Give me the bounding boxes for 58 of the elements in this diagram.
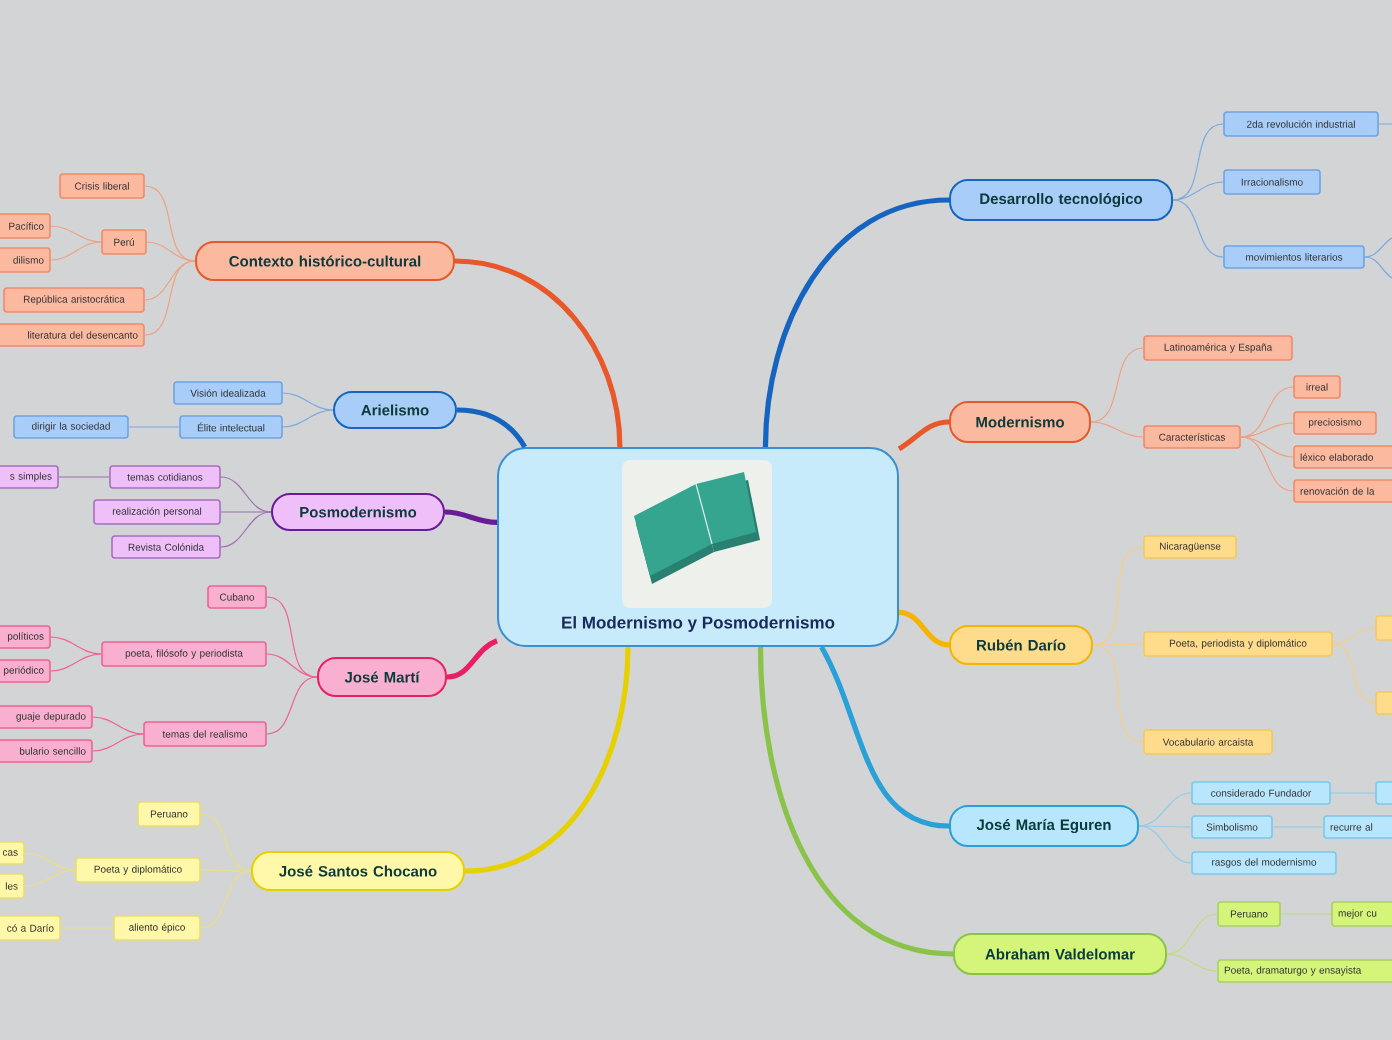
branch-line <box>1330 792 1376 794</box>
branch-line <box>1332 627 1376 645</box>
branch-line <box>1364 256 1392 281</box>
branch-line <box>282 392 334 411</box>
branch-line <box>1166 953 1218 972</box>
branch-line <box>144 185 196 262</box>
branch-line <box>50 241 102 261</box>
branch-line <box>1240 386 1294 438</box>
branch-line <box>50 653 102 672</box>
branch-line <box>446 638 499 680</box>
branch-line <box>1092 643 1144 646</box>
branch-line <box>282 409 334 428</box>
branch-line <box>50 225 102 243</box>
branch-line <box>1240 436 1294 492</box>
branch-line <box>128 426 180 428</box>
branch-line <box>1364 235 1392 258</box>
branch-line <box>200 813 252 872</box>
subtopic-box <box>1375 615 1392 641</box>
branch-line <box>456 407 527 449</box>
branch-line <box>1240 422 1294 438</box>
branch-line <box>266 653 318 678</box>
branch-line <box>898 609 950 648</box>
branch-line <box>444 509 498 525</box>
branch-line <box>1172 181 1224 201</box>
branch-line <box>200 869 252 872</box>
branch-line <box>819 645 950 829</box>
branch-line <box>220 511 272 548</box>
branch-line <box>1378 123 1392 125</box>
branch-line <box>200 870 252 929</box>
branch-line <box>144 260 196 301</box>
branch-line <box>1090 421 1144 438</box>
branch-line <box>1172 199 1224 258</box>
branch-line <box>144 260 196 336</box>
branch-line <box>1138 825 1192 828</box>
branch-line <box>1280 913 1332 915</box>
branch-line <box>92 733 144 752</box>
branch-line <box>220 511 272 513</box>
branch-line <box>266 676 318 735</box>
branch-line <box>92 716 144 735</box>
branch-line <box>50 636 102 655</box>
branch-line <box>1332 643 1376 704</box>
branch-line <box>897 419 950 452</box>
branch-line <box>762 197 950 448</box>
branch-line <box>1272 826 1324 828</box>
branch-line <box>1166 913 1218 955</box>
subtopic-box <box>1375 781 1392 805</box>
branch-line <box>24 852 76 871</box>
branch-line <box>60 927 114 929</box>
subtopic-box <box>1375 691 1392 715</box>
branch-line <box>1090 347 1144 423</box>
branch-line <box>146 241 196 262</box>
branch-line <box>464 646 631 874</box>
branch-line <box>1138 825 1192 864</box>
branch-line <box>454 258 623 448</box>
branch-line <box>24 869 76 887</box>
branch-line <box>58 476 110 478</box>
branch-line <box>1092 644 1144 743</box>
branch-line <box>757 646 954 957</box>
